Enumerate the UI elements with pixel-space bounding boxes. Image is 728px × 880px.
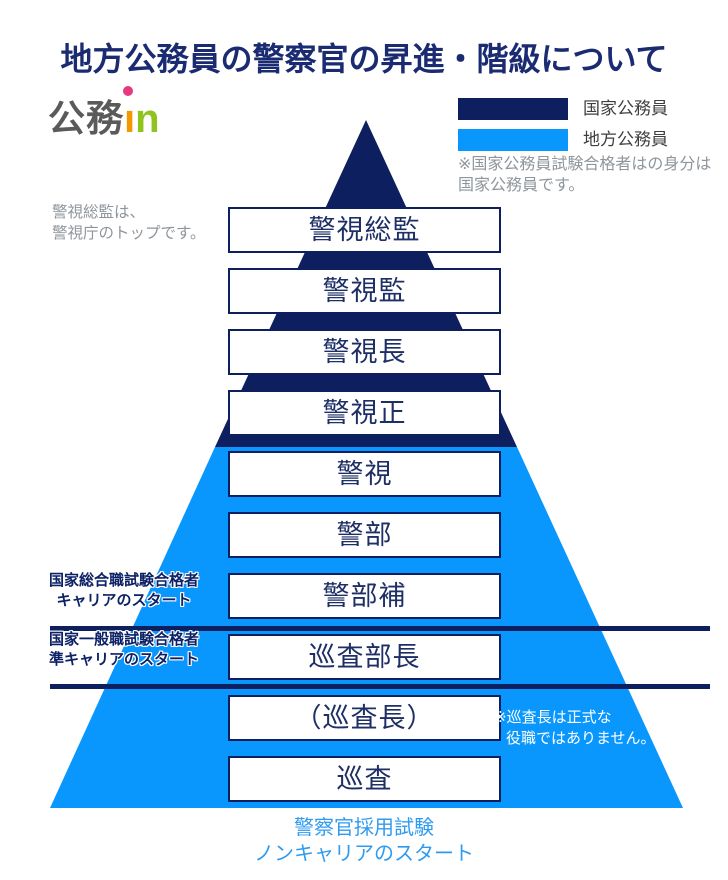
keishisokan-note: 警視総監は、 警視庁のトップです。 bbox=[52, 202, 205, 245]
legend-row: 国家公務員 bbox=[458, 98, 668, 120]
semi-career-start-note: 国家一般職試験合格者 準キャリアのスタート bbox=[28, 630, 220, 670]
legend-label: 地方公務員 bbox=[583, 130, 668, 149]
legend-swatch bbox=[458, 98, 568, 120]
noncareer-caption-line1: 警察官採用試験 bbox=[294, 817, 434, 839]
legend-row: 地方公務員 bbox=[458, 129, 668, 151]
career-start-line1: 国家総合職試験合格者 bbox=[48, 572, 199, 589]
keishisokan-note-line1: 警視総監は、 bbox=[52, 204, 146, 221]
junsacho-note-line1: ※巡査長は正式な bbox=[494, 709, 612, 726]
logo-letter-i: ı bbox=[124, 97, 136, 141]
separator-line-semi-career bbox=[50, 684, 710, 689]
legend-label: 国家公務員 bbox=[583, 99, 668, 118]
legend-note-line1: ※国家公務員試験合格者はの身分は bbox=[458, 156, 712, 173]
logo-i-dot-icon bbox=[122, 86, 133, 96]
semi-career-start-line1: 国家一般職試験合格者 bbox=[48, 631, 199, 648]
noncareer-start-caption: 警察官採用試験 ノンキャリアのスタート bbox=[0, 815, 728, 868]
koumu-in-logo: 公務ın bbox=[48, 86, 160, 142]
noncareer-caption-line2: ノンキャリアのスタート bbox=[254, 843, 474, 866]
logo-letter-n: n bbox=[135, 97, 160, 141]
pyramid-national-section bbox=[215, 120, 517, 447]
page-title: 地方公務員の警察官の昇進・階級について bbox=[60, 41, 668, 77]
legend-swatch bbox=[458, 129, 568, 151]
career-start-line2: キャリアのスタート bbox=[56, 591, 192, 609]
semi-career-start-line2: 準キャリアのスタート bbox=[48, 650, 199, 668]
logo-kanji: 公務 bbox=[48, 98, 124, 139]
legend-note: ※国家公務員試験合格者はの身分は 国家公務員です。 bbox=[458, 155, 711, 197]
legend: 国家公務員地方公務員 bbox=[458, 98, 668, 160]
separator-line-career bbox=[50, 626, 710, 631]
career-start-note: 国家総合職試験合格者 キャリアのスタート bbox=[28, 571, 220, 611]
junsacho-note: ※巡査長は正式な 役職ではありません。 bbox=[494, 707, 656, 750]
junsacho-note-line2: 役職ではありません。 bbox=[506, 730, 656, 748]
keishisokan-note-line2: 警視庁のトップです。 bbox=[52, 225, 206, 243]
legend-note-line2: 国家公務員です。 bbox=[458, 176, 585, 194]
